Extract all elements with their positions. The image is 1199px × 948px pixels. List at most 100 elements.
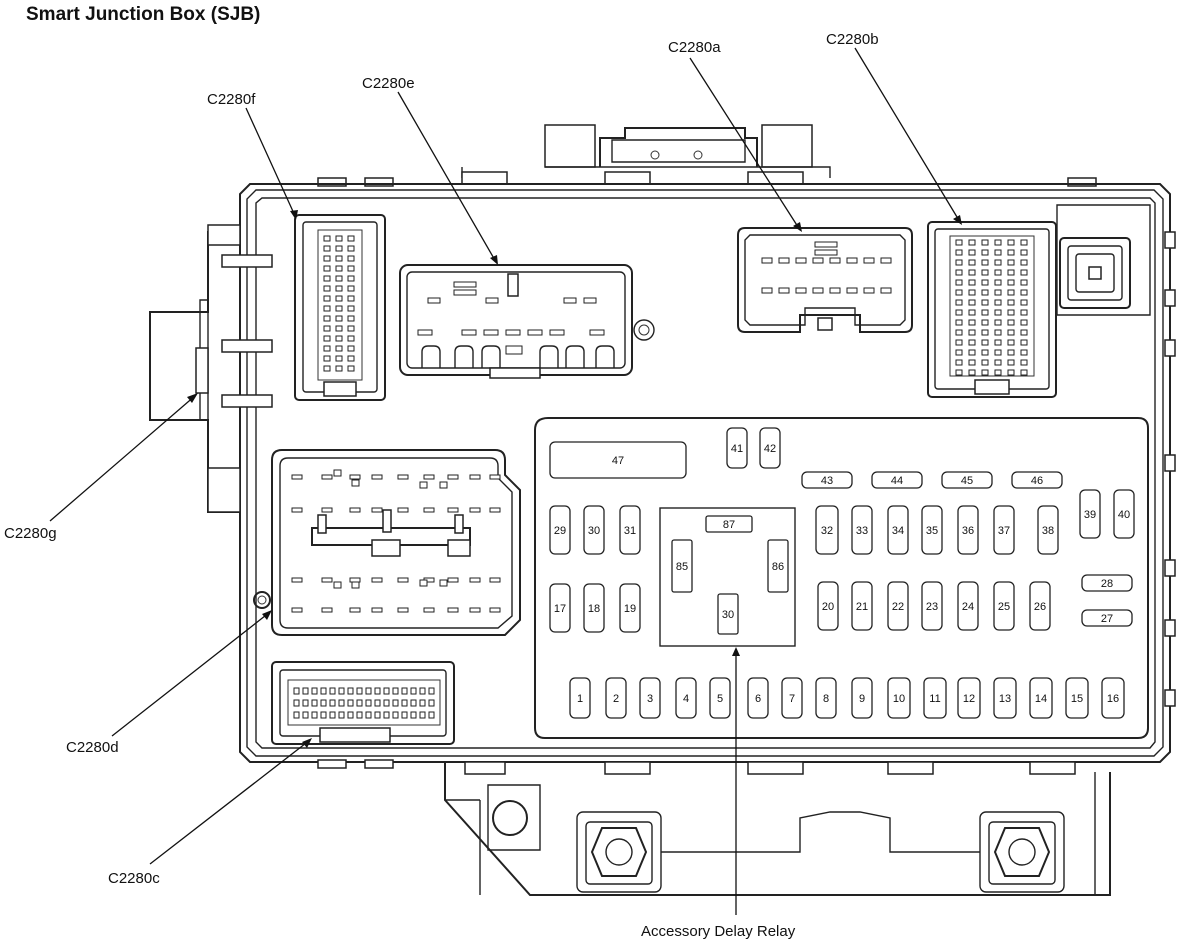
connector-latch xyxy=(481,345,501,368)
connector-pin xyxy=(968,299,976,306)
fuse-26 xyxy=(1029,581,1051,631)
connector-pin xyxy=(320,699,327,707)
connector-pin xyxy=(428,699,435,707)
connector-pin xyxy=(374,711,381,719)
connector-pin xyxy=(323,275,331,282)
connector-pin xyxy=(383,711,390,719)
connector-pin xyxy=(485,297,499,304)
connector-pin xyxy=(347,235,355,242)
connector-pin xyxy=(371,474,383,480)
fuse-label: 39 xyxy=(1084,509,1096,521)
fuse-10 xyxy=(887,677,911,719)
fuse-42 xyxy=(759,427,781,469)
connector-pin xyxy=(347,687,354,695)
connector-pin xyxy=(469,607,481,613)
label-c2280g: C2280g xyxy=(4,525,57,542)
connector-pin xyxy=(323,325,331,332)
connector-pin xyxy=(981,369,989,376)
connector-pin xyxy=(829,257,841,264)
connector-latch xyxy=(565,345,585,368)
connector-pin xyxy=(778,257,790,264)
connector-pin xyxy=(447,474,459,480)
connector-pin xyxy=(365,699,372,707)
connector-pin xyxy=(863,257,875,264)
fuse-label: 15 xyxy=(1071,693,1083,705)
connector-pin xyxy=(1020,249,1028,256)
connector-pin xyxy=(335,335,343,342)
connector-pin xyxy=(351,581,360,589)
connector-pin xyxy=(812,287,824,294)
connector-pin xyxy=(397,607,409,613)
fuse-label: 27 xyxy=(1101,613,1113,625)
connector-pin xyxy=(1020,329,1028,336)
connector-pin xyxy=(374,699,381,707)
fuse-label: 40 xyxy=(1118,509,1130,521)
connector-pin xyxy=(1007,249,1015,256)
connector-pin xyxy=(428,687,435,695)
fuse-1 xyxy=(569,677,591,719)
fuse-12 xyxy=(957,677,981,719)
connector-pin xyxy=(1007,279,1015,286)
connector-pin xyxy=(323,365,331,372)
fuse-label: 29 xyxy=(554,525,566,537)
connector-pin xyxy=(1020,319,1028,326)
fuse-label: 42 xyxy=(764,443,776,455)
connector-pin xyxy=(419,687,426,695)
connector-pin xyxy=(1007,319,1015,326)
connector-pin xyxy=(323,235,331,242)
connector-pin xyxy=(981,349,989,356)
connector-pin xyxy=(410,699,417,707)
connector-c2280b xyxy=(927,204,1151,398)
fuse-label: 34 xyxy=(892,525,904,537)
fuse-17 xyxy=(549,583,571,633)
connector-pin xyxy=(347,305,355,312)
relay-terminal-87 xyxy=(705,515,753,533)
connector-pin xyxy=(335,315,343,322)
connector-pin xyxy=(347,711,354,719)
fuse-label: 16 xyxy=(1107,693,1119,705)
connector-pin xyxy=(955,289,963,296)
relay-terminal-label: 87 xyxy=(723,519,735,531)
connector-pin xyxy=(968,339,976,346)
fuse-31 xyxy=(619,505,641,555)
fuse-label: 9 xyxy=(859,693,865,705)
connector-pin xyxy=(955,239,963,246)
connector-pin xyxy=(439,481,448,489)
fuse-9 xyxy=(851,677,873,719)
connector-pin xyxy=(293,699,300,707)
connector-pin xyxy=(356,687,363,695)
fuse-label: 3 xyxy=(647,693,653,705)
fuse-label: 14 xyxy=(1035,693,1047,705)
connector-pin xyxy=(321,607,333,613)
accessory-delay-relay xyxy=(659,507,796,647)
label-c2280e: C2280e xyxy=(362,75,415,92)
fuse-40 xyxy=(1113,489,1135,539)
fuse-33 xyxy=(851,505,873,555)
connector-pin xyxy=(1020,359,1028,366)
fuse-label: 24 xyxy=(962,601,974,613)
fuse-label: 4 xyxy=(683,693,689,705)
connector-pin xyxy=(371,607,383,613)
connector-pin xyxy=(302,711,309,719)
connector-pin xyxy=(428,711,435,719)
connector-pin xyxy=(795,287,807,294)
fuse-2 xyxy=(605,677,627,719)
fuse-44 xyxy=(871,471,923,489)
connector-pin xyxy=(335,365,343,372)
connector-pin xyxy=(311,711,318,719)
connector-pin xyxy=(333,581,342,589)
connector-pin xyxy=(311,687,318,695)
fuse-label: 5 xyxy=(717,693,723,705)
fuse-label: 38 xyxy=(1042,525,1054,537)
connector-pin xyxy=(419,481,428,489)
leader-lines xyxy=(49,47,962,915)
connector-pin xyxy=(483,329,499,336)
fuse-label: 12 xyxy=(963,693,975,705)
connector-pin xyxy=(347,245,355,252)
connector-pin xyxy=(981,239,989,246)
connector-pin xyxy=(401,699,408,707)
connector-pin xyxy=(323,255,331,262)
connector-pin xyxy=(419,579,428,587)
fuse-label: 11 xyxy=(929,693,940,705)
fuse-34 xyxy=(887,505,909,555)
